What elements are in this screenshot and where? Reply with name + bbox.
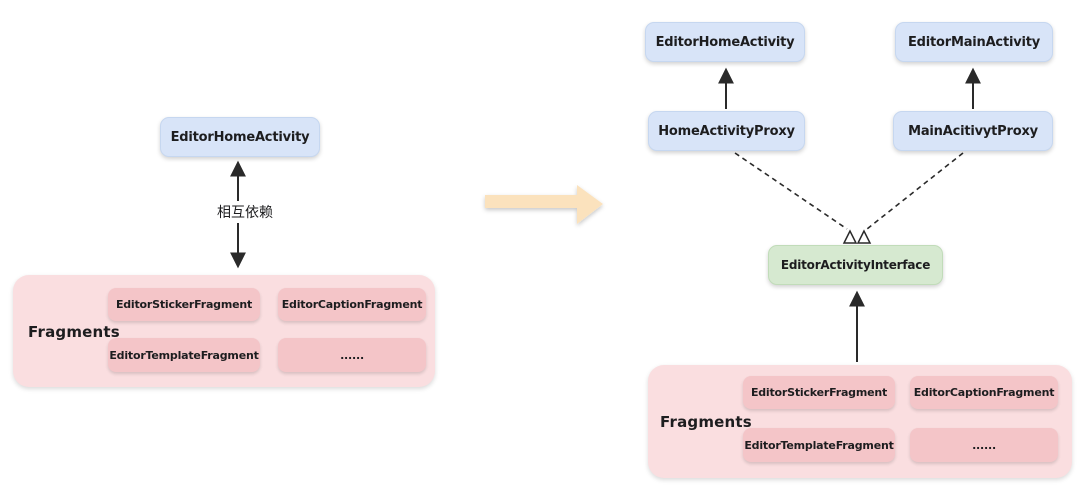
main-proxy-implements-line (866, 152, 964, 230)
main-activity-proxy-label: MainAcitivytProxy (908, 123, 1038, 139)
main-activity-proxy-node: MainAcitivytProxy (893, 111, 1053, 151)
editor-activity-interface-label: EditorActivityInterface (780, 258, 931, 272)
after-editor-template-fragment-node: EditorTemplateFragment (743, 428, 895, 462)
before-editor-home-activity-label: EditorHomeActivity (170, 129, 310, 145)
before-fragments-container: Fragments EditorStickerFragment EditorCa… (13, 275, 435, 387)
after-fragments-title: Fragments (660, 413, 752, 431)
home-activity-proxy-node: HomeActivityProxy (648, 111, 805, 151)
before-editor-sticker-fragment-node: EditorStickerFragment (108, 288, 260, 321)
before-more-fragments-label: ...... (340, 348, 364, 362)
after-editor-sticker-fragment-node: EditorStickerFragment (743, 376, 895, 409)
before-editor-home-activity-node: EditorHomeActivity (160, 117, 320, 157)
home-activity-proxy-label: HomeActivityProxy (658, 123, 795, 139)
editor-activity-interface-node: EditorActivityInterface (768, 245, 943, 285)
after-editor-main-activity-node: EditorMainActivity (895, 22, 1053, 62)
after-editor-caption-fragment-node: EditorCaptionFragment (910, 376, 1058, 409)
after-fragments-container: Fragments EditorStickerFragment EditorCa… (648, 365, 1072, 478)
before-editor-template-fragment-node: EditorTemplateFragment (108, 338, 260, 372)
after-more-fragments-label: ...... (972, 438, 996, 452)
after-editor-caption-fragment-label: EditorCaptionFragment (913, 386, 1055, 399)
transform-arrow (485, 185, 603, 224)
home-proxy-implements-line (734, 152, 848, 230)
before-editor-caption-fragment-node: EditorCaptionFragment (278, 288, 426, 321)
realization-triangle-left (842, 229, 858, 244)
after-editor-template-fragment-label: EditorTemplateFragment (744, 438, 894, 452)
after-editor-home-activity-label: EditorHomeActivity (655, 34, 795, 50)
before-editor-template-fragment-label: EditorTemplateFragment (109, 348, 259, 362)
after-editor-sticker-fragment-label: EditorStickerFragment (750, 386, 888, 399)
after-more-fragments-node: ...... (910, 428, 1058, 462)
after-editor-main-activity-label: EditorMainActivity (907, 34, 1041, 50)
realization-triangle-right (856, 229, 872, 244)
before-editor-caption-fragment-label: EditorCaptionFragment (281, 298, 423, 311)
before-fragments-title: Fragments (28, 323, 120, 341)
before-more-fragments-node: ...... (278, 338, 426, 372)
after-editor-home-activity-node: EditorHomeActivity (645, 22, 805, 62)
before-editor-sticker-fragment-label: EditorStickerFragment (115, 298, 253, 311)
mutual-dependency-label: 相互依赖 (214, 201, 276, 223)
